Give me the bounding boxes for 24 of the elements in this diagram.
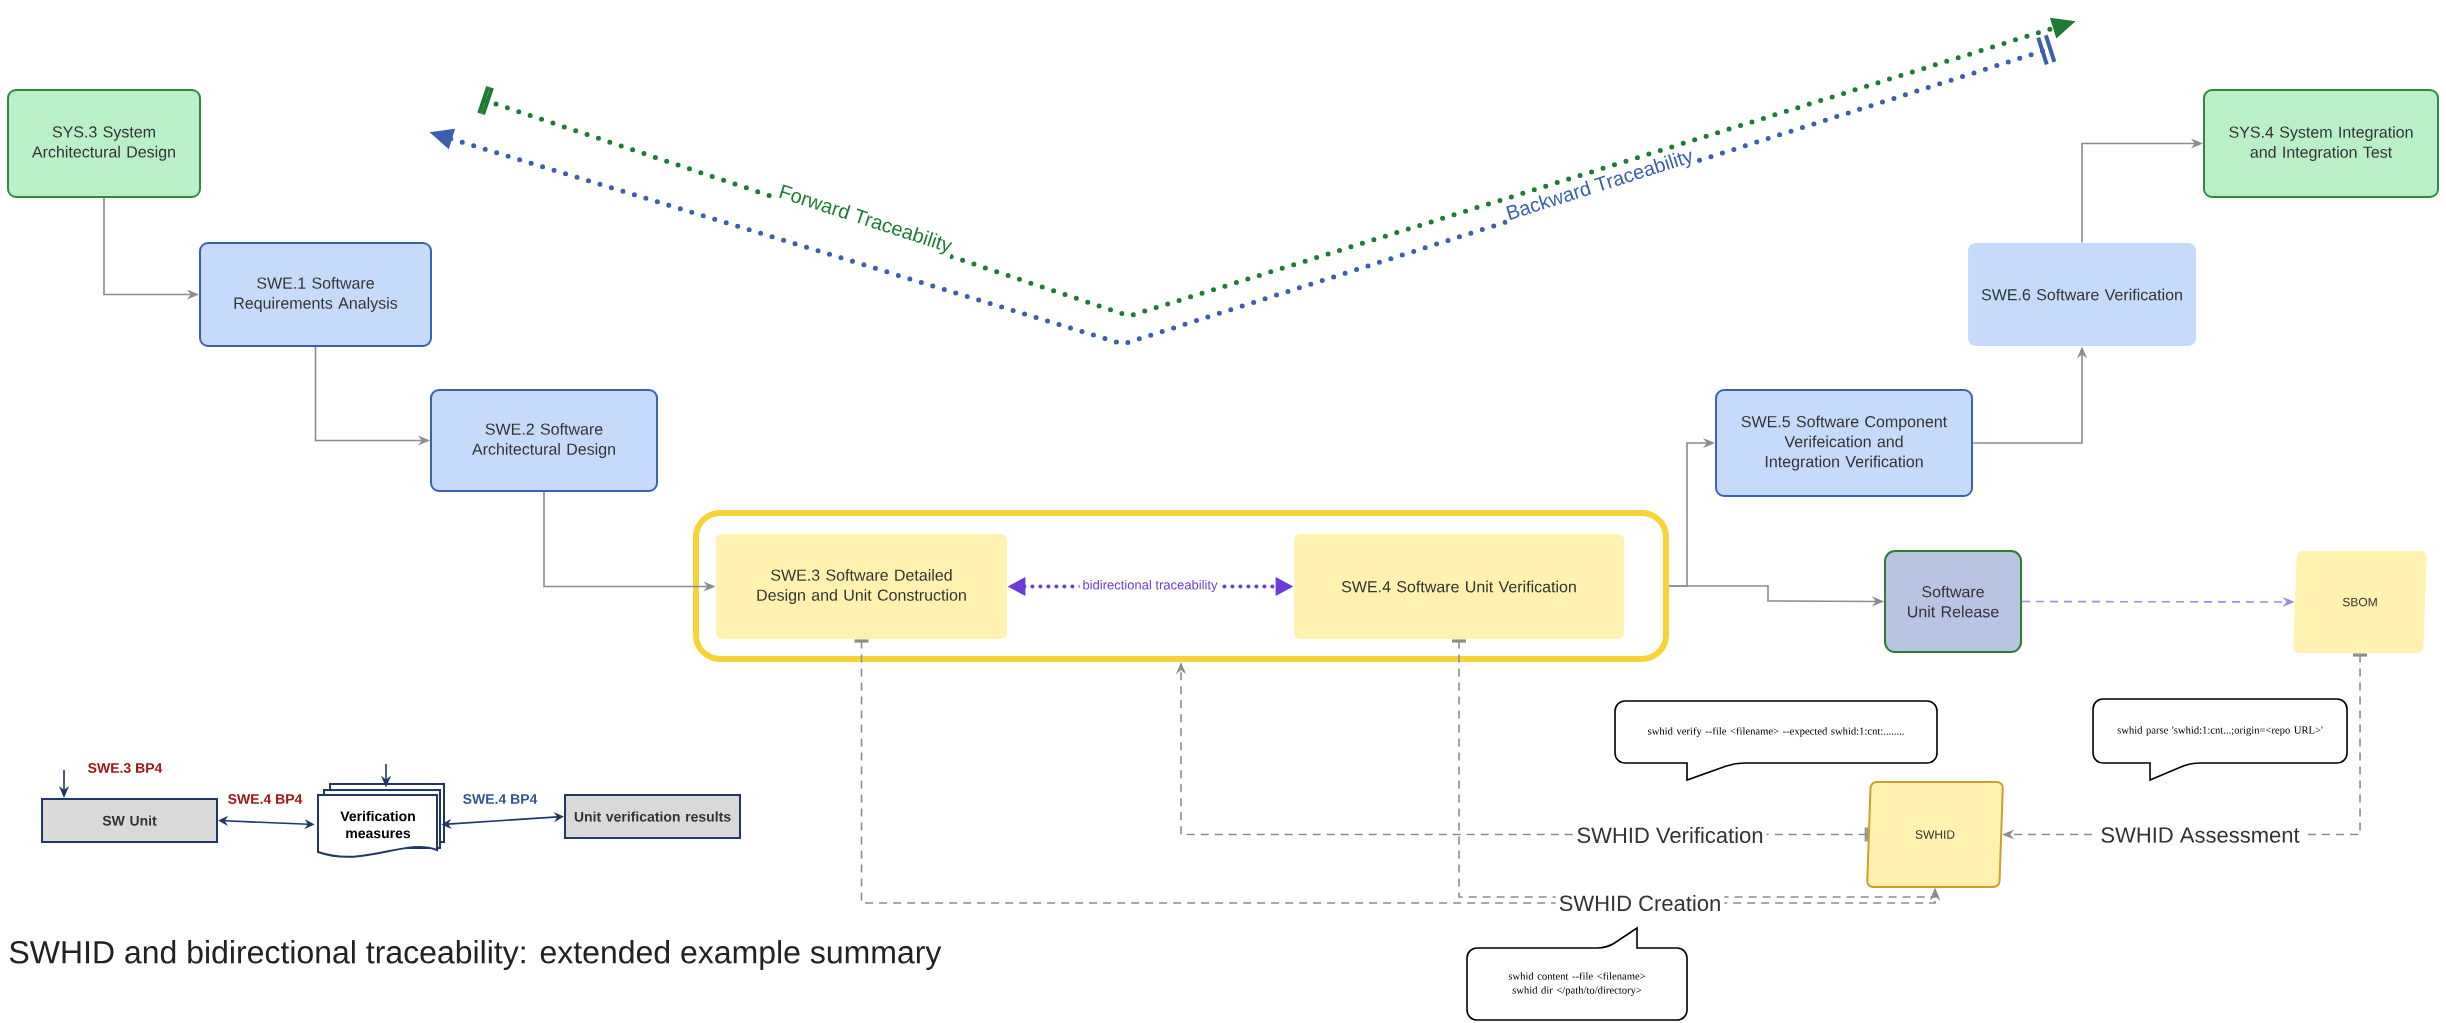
speech-bubble: swhid verify --file <filename> --expected swhid:1:cnt:........ bbox=[1614, 700, 1938, 781]
caption: SWHID and bidirectional traceability: extended example summary bbox=[9, 940, 942, 970]
speech-bubble: swhid parse 'swhid:1:cnt...;origin=<repo URL>' bbox=[2092, 698, 2348, 781]
process-box: SWE.1 Software Requirements Analysis bbox=[199, 242, 432, 347]
process-box: SWE.4 Software Unit Verification bbox=[1294, 534, 1624, 639]
note-label: SWE.3 BP4 bbox=[85, 761, 165, 775]
process-box: SWE.5 Software Component Verifeication and Integration Verification bbox=[1715, 389, 1973, 497]
edge-label: SWE.4 BP4 bbox=[459, 791, 541, 807]
process-box: SYS.4 System Integration and Integration Test bbox=[2203, 89, 2440, 198]
process-box: SYS.3 System Architectural Design bbox=[7, 89, 201, 198]
speech-bubble: swhid content --file <filename> swhid dir </path/to/directory> bbox=[1466, 927, 1688, 1021]
edge-label: SWE.4 BP4 bbox=[224, 791, 306, 807]
edge-label: SWHID Creation bbox=[1555, 891, 1725, 915]
process-box: SWE.6 Software Verification bbox=[1968, 243, 2196, 346]
data-parallelogram: SWHID bbox=[1866, 781, 2004, 888]
process-box: Unit verification results bbox=[564, 794, 741, 839]
process-box: SW Unit bbox=[41, 798, 218, 843]
process-box: SWE.3 Software Detailed Design and Unit Construction bbox=[716, 534, 1007, 639]
edge-label: SWHID Assessment bbox=[2097, 824, 2303, 846]
edge-label: SWHID Verification bbox=[1573, 823, 1767, 847]
process-box: SWE.2 Software Architectural Design bbox=[430, 389, 658, 492]
document-stack: Verification measures bbox=[317, 783, 445, 858]
process-box: Software Unit Release bbox=[1884, 550, 2023, 653]
data-parallelogram: SBOM bbox=[2293, 551, 2427, 653]
